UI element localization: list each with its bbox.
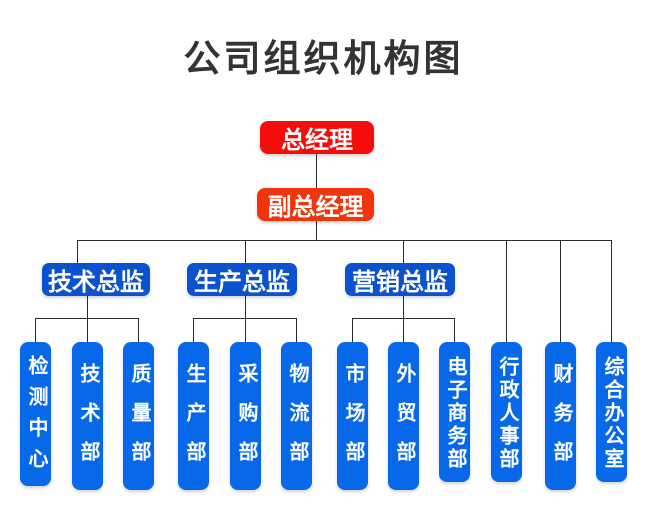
connector-drop-market-dept [352,318,353,342]
connector-gm-dgm [316,154,317,188]
node-dept-ecommerce: 电子商务部 [439,342,470,482]
node-dept-finance: 财务部 [545,342,576,490]
connector-drop-technology-dept [87,318,88,342]
connector-marketing-stem [403,296,404,318]
connector-drop-production-director [245,240,246,263]
node-dept-admin-hr: 行政人事部 [491,342,522,482]
node-deputy-general-manager: 副总经理 [257,188,374,221]
connector-drop-testing-center [35,318,36,342]
node-director-production: 生产总监 [187,263,297,296]
connector-drop-finance [560,240,561,342]
node-general-manager: 总经理 [260,121,374,154]
connector-main-horizontal [77,240,612,241]
connector-drop-general-office [611,240,612,342]
connector-drop-logistics-dept [296,318,297,342]
connector-production-stem [245,296,246,318]
node-dept-logistics: 物流部 [281,342,312,490]
connector-drop-foreign-trade-dept [403,318,404,342]
node-dept-foreign-trade: 外贸部 [388,342,419,490]
connector-dgm-stem [316,221,317,240]
node-dept-purchasing: 采购部 [230,342,261,490]
node-dept-quality: 质量部 [123,342,154,490]
connector-drop-purchasing-dept [245,318,246,342]
node-dept-general-office: 综合办公室 [596,342,627,482]
connector-drop-ecommerce-dept [454,318,455,342]
node-dept-production: 生产部 [178,342,209,490]
page-title: 公司组织机构图 [183,38,464,79]
node-director-marketing: 营销总监 [345,263,455,296]
connector-technical-stem [87,296,88,318]
connector-drop-production-dept [193,318,194,342]
node-dept-technology: 技术部 [72,342,103,490]
connector-drop-quality-dept [138,318,139,342]
node-director-technical: 技术总监 [42,263,150,296]
connector-drop-marketing-director [403,240,404,263]
connector-drop-admin-hr [506,240,507,342]
connector-drop-technical-director [77,240,78,263]
node-dept-testing-center: 检测中心 [20,342,51,486]
node-dept-market: 市场部 [337,342,368,490]
